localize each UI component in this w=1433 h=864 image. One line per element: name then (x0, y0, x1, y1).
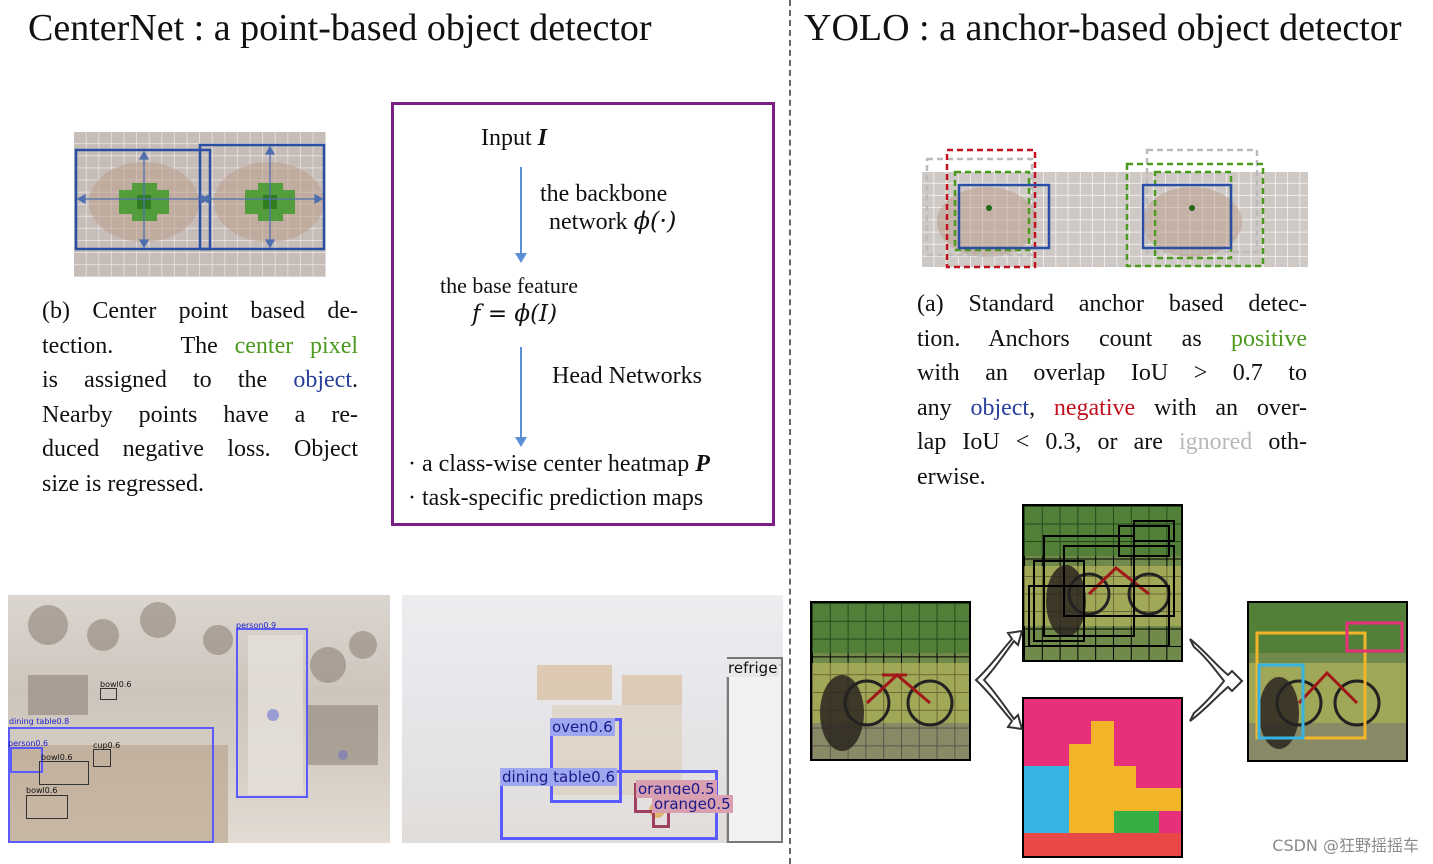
detection-label: oven0.6 (550, 718, 615, 736)
caption-line: with an overlap IoU > 0.7 to (917, 360, 1307, 386)
caption-fragment: lap IoU < 0.3, or are (917, 429, 1179, 455)
flow-base-feature-formula: f = ϕ(I) (472, 301, 558, 327)
caption-line: any object, negative with an over- (917, 391, 1307, 426)
merge-arrow-icon (1186, 625, 1246, 735)
caption-line: lap IoU < 0.3, or are ignored oth- (917, 425, 1307, 460)
caption-fragment: is assigned to the (42, 367, 294, 393)
caption-line: erwise. (917, 463, 986, 490)
detection-box (26, 795, 68, 819)
object-term: object (970, 394, 1030, 421)
caption-fragment: , (1029, 394, 1054, 421)
room-detection-photo: refrige oven0.6 dining table0.6 orange0.… (402, 595, 783, 843)
detection-label: refrige (726, 659, 780, 677)
flow-symbol: I (537, 125, 548, 151)
centernet-pipeline-box: Input I the backbone network ϕ(·) the ba… (391, 102, 775, 526)
caption-line: duced negative loss. Object (42, 436, 358, 462)
yolo-title: YOLO : a anchor-based object detector (804, 7, 1402, 49)
yolo-class-probability-map (1022, 697, 1183, 858)
centernet-grid-illustration (74, 132, 326, 277)
detection-box (39, 761, 89, 785)
caption-fragment: with an over- (1135, 394, 1308, 421)
yolo-final-detections-image (1247, 601, 1408, 762)
caption-line: (a) Standard anchor based detec- (917, 291, 1307, 317)
flow-backbone-label: the backbone (540, 181, 668, 207)
detection-label: bowl0.6 (100, 680, 132, 689)
flow-head-label: Head Networks (552, 363, 702, 389)
detection-box (93, 749, 111, 767)
negative-term: negative (1053, 394, 1136, 421)
flow-output-heatmap: · a class-wise center heatmap P (408, 451, 710, 478)
detection-label: orange0.5 (652, 795, 733, 813)
detection-box (10, 747, 43, 773)
detection-label: person0.9 (236, 621, 277, 630)
yolo-bbox-grid-image (1022, 504, 1183, 662)
detection-box (100, 688, 117, 700)
flow-text: network (549, 209, 634, 235)
yolo-input-grid-image (810, 601, 971, 761)
caption-fragment: tion. Anchors count as (917, 325, 1231, 352)
detection-label: cup0.6 (93, 741, 121, 750)
caption-line: (b) Center point based de- (42, 298, 358, 324)
positive-term: positive (1231, 325, 1307, 352)
yolo-caption: (a) Standard anchor based detec- tion. A… (917, 287, 1307, 494)
detection-box (727, 657, 783, 843)
yolo-anchor-illustration (922, 147, 1308, 269)
caption-fragment: . (352, 367, 358, 393)
caption-fragment: oth- (1252, 429, 1307, 455)
section-divider (789, 0, 791, 864)
detection-label: bowl0.6 (41, 753, 73, 762)
kitchen-detection-photo: person0.9 bowl0.6 dining table0.8 person… (8, 595, 390, 843)
flow-output-maps: · task-specific prediction maps (408, 485, 704, 511)
caption-fragment: any (917, 394, 971, 421)
detection-label: person0.6 (8, 739, 49, 748)
detection-box (236, 628, 308, 798)
flow-symbol: ϕ(·) (633, 207, 677, 235)
object-term: object (293, 367, 352, 393)
caption-line: tion. Anchors count as positive (917, 322, 1307, 357)
flow-input-label: Input I (481, 125, 547, 152)
flow-arrow (515, 347, 527, 447)
caption-line: Nearby points have a re- (42, 401, 358, 428)
flow-symbol: P (695, 451, 710, 477)
watermark: CSDN @狂野摇摇车 (1272, 836, 1419, 855)
flow-text: Input (481, 125, 538, 151)
ignored-term: ignored (1178, 429, 1253, 455)
caption-line: size is regressed. (42, 470, 204, 497)
detection-label: dining table0.6 (500, 768, 618, 786)
caption-line: is assigned to the object. (42, 363, 358, 398)
flow-text: · a class-wise center heatmap (408, 451, 696, 477)
detection-label: bowl0.6 (26, 786, 58, 795)
center-pixel-term: center pixel (234, 332, 359, 359)
flow-base-feature-label: the base feature (440, 273, 579, 298)
flow-arrow (515, 167, 527, 263)
caption-line: tection. The center pixel (42, 329, 358, 364)
caption-fragment: The (180, 332, 235, 359)
detection-label: dining table0.8 (9, 717, 70, 726)
caption-fragment: tection. (42, 332, 114, 359)
centernet-title: CenterNet : a point-based object detecto… (28, 7, 652, 49)
detection-box (8, 727, 214, 843)
flow-backbone-label2: network ϕ(·) (549, 207, 676, 236)
centernet-caption: (b) Center point based de- tection. The … (42, 294, 358, 501)
split-arrow-icon (972, 625, 1026, 735)
detection-label: orange0.5 (636, 780, 717, 798)
